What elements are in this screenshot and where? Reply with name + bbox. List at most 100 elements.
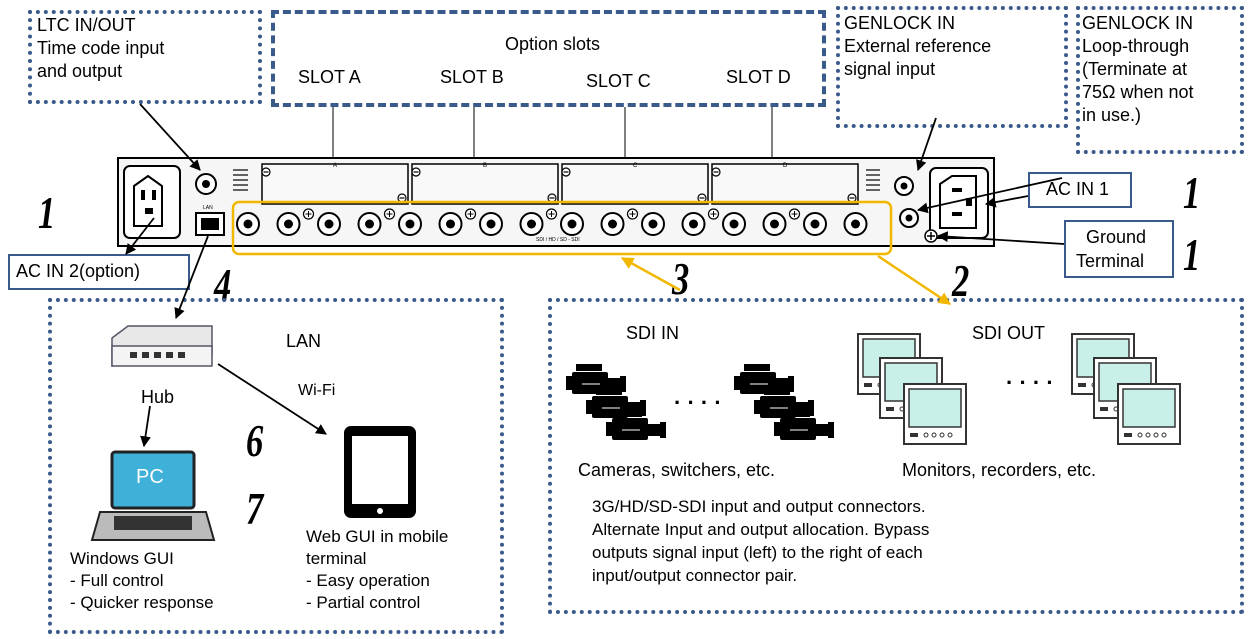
slot-screw bbox=[547, 193, 557, 203]
windows-gui-title: Windows GUI bbox=[70, 549, 174, 568]
panel-slot-b-mark: B bbox=[483, 163, 488, 169]
sdi-bnc-row bbox=[236, 208, 868, 236]
number-lan: 4 bbox=[214, 259, 232, 310]
lan-section-box bbox=[48, 298, 504, 634]
ltc-bnc-connector bbox=[195, 173, 217, 195]
sdi-bnc-connector bbox=[722, 212, 746, 236]
slot-c-label: SLOT C bbox=[586, 71, 651, 91]
genlock-in-line1: GENLOCK IN bbox=[844, 13, 956, 33]
ground-terminal-box bbox=[1064, 220, 1174, 278]
sdi-connector-highlight bbox=[231, 200, 893, 256]
sdi-out-label: SDI OUT bbox=[972, 323, 1046, 343]
panel-lan-mark: LAN bbox=[203, 205, 213, 211]
slot-screw bbox=[397, 193, 407, 203]
laptop-icon bbox=[90, 450, 216, 541]
web-gui-feature1: - Easy operation bbox=[306, 571, 430, 590]
slot-screw bbox=[711, 167, 721, 177]
sdi-bnc-connector bbox=[681, 212, 706, 236]
sdi-bnc-connector bbox=[600, 212, 625, 236]
hub-label: Hub bbox=[141, 387, 175, 407]
number-sdi-in: 3 bbox=[672, 253, 690, 304]
monitors-label: Monitors, recorders, etc. bbox=[902, 460, 1097, 480]
wifi-label: Wi-Fi bbox=[298, 382, 336, 399]
panel-screw bbox=[383, 208, 396, 220]
hub-icon bbox=[111, 325, 213, 367]
camera-icon bbox=[606, 410, 666, 440]
sdi-bnc-connector bbox=[641, 212, 665, 236]
sdi-desc-line3: outputs signal input (left) to the right… bbox=[592, 543, 923, 562]
sdi-section-box bbox=[548, 298, 1244, 614]
lan-port bbox=[195, 212, 225, 236]
slot-screw bbox=[561, 167, 571, 177]
monitor-icon bbox=[903, 383, 967, 445]
slot-screw bbox=[261, 167, 271, 177]
slot-connector-lines bbox=[332, 107, 773, 165]
slot-screw bbox=[411, 167, 421, 177]
genlock-loop-line5: in use.) bbox=[1082, 105, 1142, 125]
number-ac2: 1 bbox=[38, 187, 56, 238]
panel-slot-d-mark: D bbox=[783, 163, 788, 169]
number-sdi-out: 2 bbox=[952, 255, 970, 306]
sdi-bnc-connector bbox=[560, 212, 584, 236]
ltc-label-line1: LTC IN/OUT bbox=[37, 15, 136, 35]
camera-icon bbox=[774, 410, 834, 440]
ltc-label-line3: and output bbox=[37, 61, 123, 81]
ac-in-2-box bbox=[8, 254, 190, 290]
monitor-group-right bbox=[1071, 333, 1181, 445]
web-gui-line1: Web GUI in mobile bbox=[306, 527, 449, 546]
sdi-bnc-connector bbox=[236, 212, 260, 236]
number-wifi: 6 bbox=[246, 415, 264, 466]
ground-terminal-symbol bbox=[924, 229, 938, 243]
panel-screw bbox=[302, 208, 315, 220]
sdi-bnc-connector bbox=[519, 212, 544, 236]
sdi-bnc-connector bbox=[398, 212, 422, 236]
monitor-icon bbox=[1117, 383, 1181, 445]
option-slots-title: Option slots bbox=[505, 34, 601, 54]
sdi-desc-line1: 3G/HD/SD-SDI input and output connectors… bbox=[592, 497, 926, 516]
sdi-desc-line2: Alternate Input and output allocation. B… bbox=[592, 520, 930, 539]
slot-d-label: SLOT D bbox=[726, 67, 791, 87]
genlock-loop-line3: (Terminate at bbox=[1082, 59, 1188, 79]
tablet-icon bbox=[344, 426, 416, 518]
number-ground: 1 bbox=[1183, 229, 1201, 280]
panel-slot-a-mark: A bbox=[333, 163, 338, 169]
camera-icon bbox=[566, 364, 626, 394]
panel-screw bbox=[464, 208, 477, 220]
panel-screw bbox=[788, 208, 801, 220]
genlock-loop-box bbox=[1076, 6, 1244, 154]
sdi-bnc-connector bbox=[803, 212, 827, 236]
ground-line2: Terminal bbox=[1076, 251, 1145, 271]
cameras-ellipsis: · · · · bbox=[674, 390, 722, 415]
ltc-label-line2: Time code input bbox=[37, 38, 165, 58]
sdi-bnc-connector bbox=[276, 212, 301, 236]
sdi-bnc-connector bbox=[357, 212, 382, 236]
ground-line1: Ground bbox=[1086, 227, 1147, 247]
genlock-bnc-connectors bbox=[894, 176, 919, 228]
ac-in-2-socket bbox=[123, 165, 181, 239]
panel-screw bbox=[626, 208, 639, 220]
ac-in-2-label: AC IN 2(option) bbox=[16, 261, 141, 281]
sdi-desc-line4: input/output connector pair. bbox=[592, 566, 798, 585]
panel-slot-c-mark: C bbox=[633, 163, 638, 169]
sdi-bnc-connector bbox=[843, 212, 868, 236]
genlock-in-line3: signal input bbox=[844, 59, 936, 79]
panel-screw bbox=[545, 208, 558, 220]
monitor-group-left bbox=[857, 333, 967, 445]
windows-gui-feature2: - Quicker response bbox=[70, 593, 214, 612]
slot-screw bbox=[847, 193, 857, 203]
genlock-loop-line1: GENLOCK IN bbox=[1082, 13, 1194, 33]
pc-screen-label: PC bbox=[136, 466, 164, 488]
camera-group-left bbox=[566, 364, 666, 440]
genlock-loop-line2: Loop-through bbox=[1082, 36, 1190, 56]
cameras-label: Cameras, switchers, etc. bbox=[578, 460, 776, 480]
ac-in-1-box bbox=[1028, 172, 1132, 208]
option-slot-plates bbox=[261, 163, 859, 205]
slot-a-label: SLOT A bbox=[298, 67, 361, 87]
panel-sdi-group-mark: SDI / HD / SD - SDI bbox=[536, 237, 580, 243]
ac-in-1-label: AC IN 1 bbox=[1046, 179, 1110, 199]
web-gui-line2: terminal bbox=[306, 549, 367, 568]
genlock-in-box bbox=[836, 6, 1068, 128]
option-slots-box bbox=[271, 10, 826, 107]
sdi-in-label: SDI IN bbox=[626, 323, 680, 343]
